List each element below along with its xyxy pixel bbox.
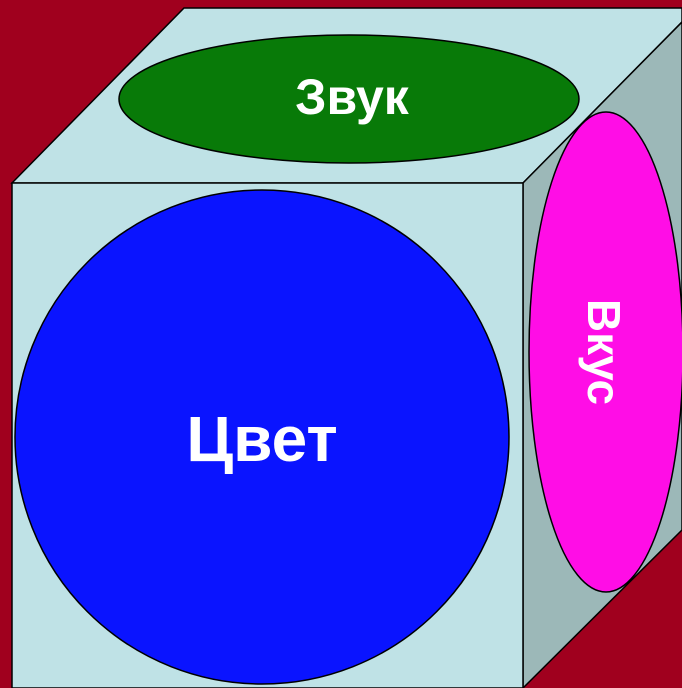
side-face-label: Вкус — [578, 299, 630, 405]
top-face-ellipse — [118, 34, 580, 164]
top-face-label: Звук — [295, 69, 410, 125]
front-face-label: Цвет — [186, 403, 337, 475]
front-face-circle — [14, 189, 510, 685]
side-face-ellipse — [528, 111, 682, 593]
